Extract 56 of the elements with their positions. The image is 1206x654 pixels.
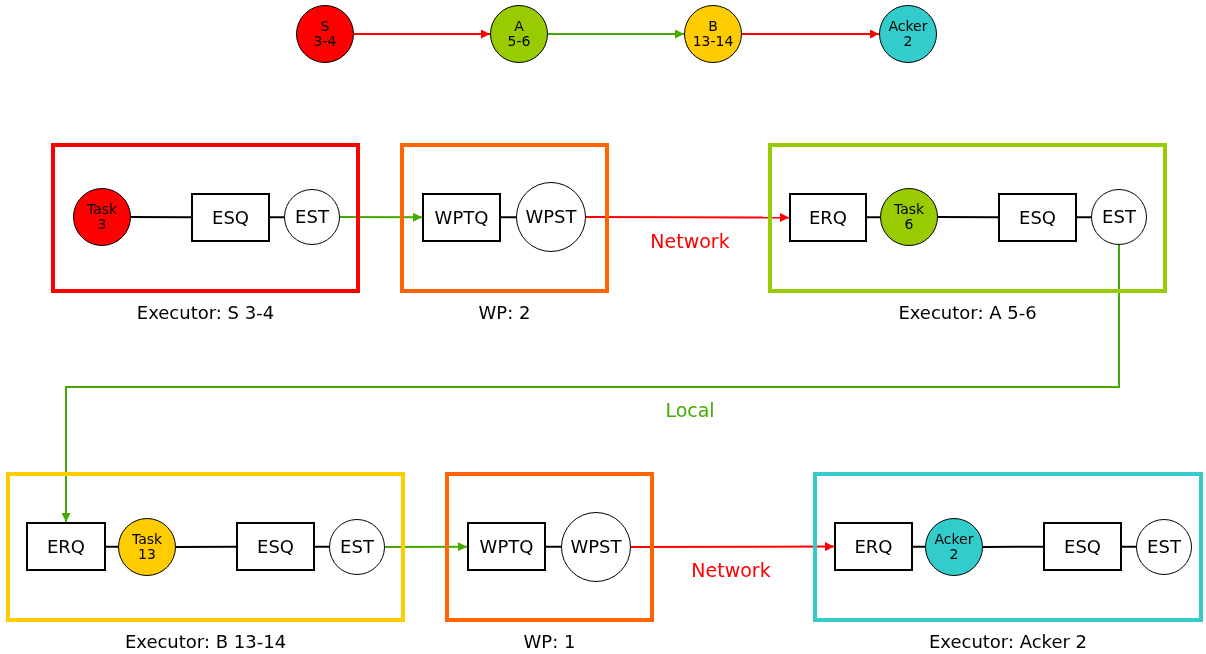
frame-caption: WP: 1 — [523, 631, 576, 653]
connector-line — [130, 216, 192, 219]
frame-caption: WP: 2 — [478, 302, 531, 324]
group-frame — [768, 143, 1167, 293]
task-circle: Acker 2 — [879, 5, 937, 63]
connector-line — [982, 545, 1044, 548]
task-circle: S 3-4 — [296, 5, 354, 63]
group-frame — [813, 472, 1203, 622]
frame-caption: Executor: A 5-6 — [898, 302, 1037, 324]
queue-box: WPTQ — [467, 522, 546, 571]
connector-line — [500, 216, 517, 219]
connector-line — [314, 545, 330, 548]
thread-circle: EST — [1091, 189, 1147, 245]
queue-box: ESQ — [998, 193, 1077, 242]
connector-line — [912, 545, 926, 548]
connector-line — [269, 216, 285, 219]
connector-line — [1076, 216, 1092, 219]
group-frame — [51, 143, 360, 293]
group-frame — [445, 472, 654, 622]
queue-box: ESQ — [1043, 522, 1122, 571]
arrow — [547, 29, 685, 39]
connector-line — [105, 545, 119, 548]
arrow — [384, 542, 468, 552]
arrow — [630, 542, 835, 552]
task-circle: B 13-14 — [684, 5, 742, 63]
queue-box: ESQ — [236, 522, 315, 571]
queue-box: ERQ — [789, 193, 867, 242]
queue-box: WPTQ — [422, 193, 501, 242]
arrow — [353, 29, 491, 39]
task-circle: Acker 2 — [925, 518, 983, 576]
arrow — [61, 244, 1120, 523]
frame-caption: Executor: Acker 2 — [928, 631, 1088, 653]
task-circle: Task 6 — [880, 188, 938, 246]
thread-circle: EST — [1136, 519, 1192, 575]
connector-line — [545, 545, 562, 548]
queue-box: ESQ — [191, 193, 270, 242]
connector-line — [1121, 545, 1137, 548]
queue-box: ERQ — [26, 522, 106, 571]
arrow — [741, 29, 880, 39]
connector-line — [937, 216, 999, 219]
queue-box: ERQ — [834, 522, 913, 571]
thread-circle: EST — [284, 189, 340, 245]
thread-circle: WPST — [561, 512, 631, 582]
task-circle: Task 3 — [73, 188, 131, 246]
arrow — [585, 212, 790, 222]
task-circle: A 5-6 — [490, 5, 548, 63]
task-circle: Task 13 — [118, 518, 176, 576]
connector-line — [175, 545, 237, 548]
arrow — [339, 212, 423, 222]
frame-caption: Executor: B 13-14 — [124, 631, 287, 653]
group-frame — [6, 472, 405, 622]
group-frame — [400, 143, 609, 293]
connector-line — [866, 216, 881, 219]
thread-circle: WPST — [516, 182, 586, 252]
thread-circle: EST — [329, 519, 385, 575]
frame-caption: Executor: S 3-4 — [136, 302, 275, 324]
